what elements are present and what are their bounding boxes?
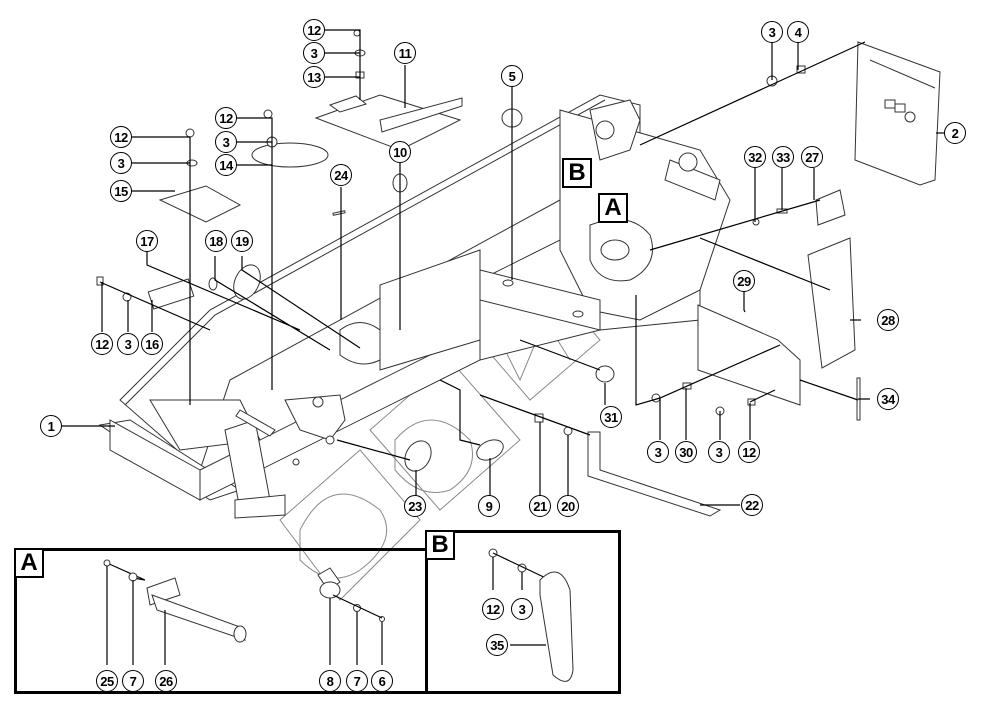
- callout-11[interactable]: 11: [394, 42, 416, 64]
- detail-a-callout-26[interactable]: 26: [155, 670, 177, 692]
- detail-a-callout-7[interactable]: 7: [122, 670, 144, 692]
- seal-9: [476, 439, 504, 461]
- callout-1[interactable]: 1: [40, 415, 62, 437]
- callout-12[interactable]: 12: [738, 441, 760, 463]
- panel-2: [854, 41, 941, 186]
- callout-23[interactable]: 23: [404, 495, 426, 517]
- detail-view-a: [14, 548, 428, 694]
- callout-10[interactable]: 10: [389, 141, 411, 163]
- callout-5[interactable]: 5: [501, 65, 523, 87]
- callout-21[interactable]: 21: [529, 495, 551, 517]
- main-frame: [98, 94, 731, 519]
- panel-29: [697, 304, 801, 406]
- bracket-16: [147, 278, 195, 310]
- callout-17[interactable]: 17: [136, 230, 158, 252]
- detail-a-callout-25[interactable]: 25: [96, 670, 118, 692]
- callout-12[interactable]: 12: [215, 107, 237, 129]
- seal-19: [233, 264, 261, 300]
- callout-14[interactable]: 14: [215, 154, 237, 176]
- detail-view-b: [425, 530, 621, 694]
- callout-2[interactable]: 2: [944, 122, 966, 144]
- detail-view-a-drawing: [103, 559, 385, 665]
- callout-3[interactable]: 3: [647, 441, 669, 463]
- callout-32[interactable]: 32: [744, 146, 766, 168]
- step-22: [587, 431, 722, 517]
- callout-3[interactable]: 3: [303, 42, 325, 64]
- gasket-14: [251, 142, 329, 168]
- callout-9[interactable]: 9: [478, 495, 500, 517]
- cover-28: [807, 237, 856, 369]
- callout-33[interactable]: 33: [772, 146, 794, 168]
- callout-19[interactable]: 19: [231, 230, 253, 252]
- callout-18[interactable]: 18: [205, 230, 227, 252]
- detail-view-b-drawing: [488, 548, 574, 682]
- callout-27[interactable]: 27: [801, 146, 823, 168]
- callout-16[interactable]: 16: [141, 333, 163, 355]
- callout-3[interactable]: 3: [117, 333, 139, 355]
- callout-12[interactable]: 12: [303, 19, 325, 41]
- callout-13[interactable]: 13: [303, 66, 325, 88]
- loose-parts: [96, 29, 941, 517]
- callout-29[interactable]: 29: [733, 270, 755, 292]
- detail-marker-b[interactable]: B: [562, 158, 592, 188]
- callout-3[interactable]: 3: [215, 131, 237, 153]
- seal-23: [404, 440, 432, 472]
- callout-3[interactable]: 3: [110, 152, 132, 174]
- callout-34[interactable]: 34: [877, 388, 899, 410]
- detail-a-callout-6[interactable]: 6: [371, 670, 393, 692]
- callout-3[interactable]: 3: [708, 441, 730, 463]
- callout-15[interactable]: 15: [110, 180, 132, 202]
- detail-b-callout-35[interactable]: 35: [486, 634, 508, 656]
- callout-3[interactable]: 3: [761, 21, 783, 43]
- detail-a-tag: A: [14, 548, 44, 578]
- cover-15: [158, 185, 242, 223]
- detail-a-callout-8[interactable]: 8: [319, 670, 341, 692]
- detail-a-callout-7[interactable]: 7: [346, 670, 368, 692]
- callout-30[interactable]: 30: [675, 441, 697, 463]
- detail-b-callout-3[interactable]: 3: [511, 598, 533, 620]
- callout-20[interactable]: 20: [557, 495, 579, 517]
- grommet-31: [595, 365, 615, 383]
- callout-22[interactable]: 22: [741, 494, 763, 516]
- mount-27: [815, 189, 846, 226]
- leader-lines: [62, 29, 944, 506]
- callout-24[interactable]: 24: [330, 164, 352, 186]
- callout-12[interactable]: 12: [110, 126, 132, 148]
- callout-12[interactable]: 12: [91, 333, 113, 355]
- callout-31[interactable]: 31: [600, 406, 622, 428]
- callout-4[interactable]: 4: [787, 21, 809, 43]
- detail-b-callout-12[interactable]: 12: [482, 598, 504, 620]
- callout-28[interactable]: 28: [877, 309, 899, 331]
- detail-marker-a[interactable]: A: [598, 193, 628, 223]
- detail-b-tag: B: [425, 530, 455, 560]
